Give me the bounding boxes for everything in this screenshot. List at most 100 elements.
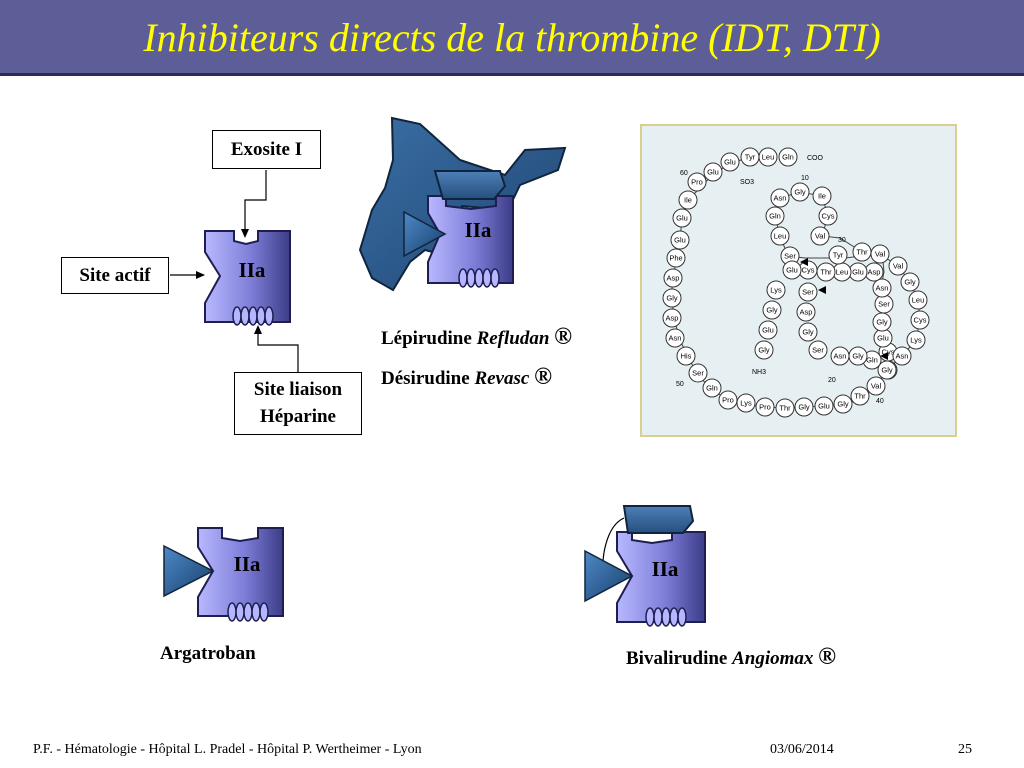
desirudin-name: Désirudine	[381, 368, 470, 389]
svg-text:Ile: Ile	[818, 192, 826, 201]
svg-text:Gly: Gly	[876, 318, 888, 327]
lepirudin-brand: Refludan	[476, 328, 550, 349]
svg-text:Gly: Gly	[798, 403, 810, 412]
amino-acid-residue: Leu	[832, 262, 852, 282]
residue-number: 50	[676, 381, 684, 388]
svg-text:Gly: Gly	[852, 352, 864, 361]
svg-text:Asp: Asp	[666, 314, 679, 323]
amino-acid-residue: Thr	[852, 242, 872, 262]
svg-text:Pro: Pro	[759, 403, 771, 412]
svg-text:Glu: Glu	[707, 168, 719, 177]
amino-acid-residue: Glu	[672, 208, 692, 228]
amino-acid-residue: Gly	[754, 340, 774, 360]
svg-text:Gly: Gly	[794, 188, 806, 197]
svg-text:Asn: Asn	[896, 352, 909, 361]
svg-text:Glu: Glu	[676, 214, 688, 223]
amino-acid-residue: Glu	[720, 152, 740, 172]
amino-acid-residue: Gly	[762, 300, 782, 320]
svg-text:Lys: Lys	[910, 336, 922, 345]
svg-text:Thr: Thr	[820, 268, 832, 277]
svg-text:Pro: Pro	[722, 396, 734, 405]
svg-text:Gln: Gln	[782, 153, 794, 162]
amino-acid-residue: Asp	[662, 308, 682, 328]
amino-acid-residue: Leu	[758, 147, 778, 167]
svg-text:Ser: Ser	[878, 300, 890, 309]
svg-text:Thr: Thr	[856, 248, 868, 257]
svg-text:Lys: Lys	[770, 286, 782, 295]
amino-acid-residue: Glu	[814, 396, 834, 416]
label-connectors	[170, 170, 299, 373]
amino-acid-residue: Thr	[850, 386, 870, 406]
bivalirudin-brand: Angiomax	[732, 648, 814, 669]
svg-text:Gln: Gln	[866, 356, 878, 365]
svg-text:Cys: Cys	[882, 348, 895, 357]
amino-acid-residue: Gly	[798, 322, 818, 342]
amino-acid-residue: Glu	[782, 260, 802, 280]
amino-acid-residue: Leu	[908, 290, 928, 310]
amino-acid-residue: Gly	[872, 312, 892, 332]
heparin-site-coils	[232, 306, 274, 326]
amino-acid-residue: Gly	[790, 182, 810, 202]
thrombin-main: IIa	[204, 230, 291, 326]
svg-text:Gly: Gly	[837, 400, 849, 409]
exosite-label: Exosite I	[212, 130, 321, 169]
bivalirudin-complex: IIa	[584, 505, 706, 627]
amino-acid-residue: Ser	[874, 294, 894, 314]
amino-acid-residue: Ile	[678, 190, 698, 210]
svg-text:Pro: Pro	[691, 178, 703, 187]
svg-text:Glu: Glu	[877, 334, 889, 343]
amino-acid-residue: Asn	[830, 346, 850, 366]
svg-text:Gly: Gly	[766, 306, 778, 315]
amino-acid-residue: Ser	[808, 340, 828, 360]
active-site-wedge	[163, 544, 215, 598]
amino-acid-residue: Asn	[892, 346, 912, 366]
svg-text:Tyr: Tyr	[745, 153, 756, 162]
amino-acid-residue: Glu	[758, 320, 778, 340]
active-site-label: Site actif	[61, 257, 169, 294]
amino-acid-residue: Tyr	[740, 147, 760, 167]
residue-number: 30	[838, 237, 846, 244]
svg-text:Leu: Leu	[912, 296, 925, 305]
amino-acid-residue: Val	[870, 244, 890, 264]
svg-text:Glu: Glu	[674, 236, 686, 245]
amino-acid-residue: His	[676, 346, 696, 366]
amino-acid-residue: Gln	[702, 378, 722, 398]
svg-text:Glu: Glu	[852, 268, 864, 277]
amino-acid-residue: Cys	[910, 310, 930, 330]
amino-acid-residue: Val	[866, 376, 886, 396]
heparin-site-line2: Héparine	[260, 406, 336, 427]
svg-text:Cys: Cys	[802, 266, 815, 275]
svg-text:Asp: Asp	[868, 268, 881, 277]
lepirudin-label: Lépirudine Refludan ®	[381, 324, 572, 351]
svg-text:Asn: Asn	[876, 284, 889, 293]
exosite-cap	[622, 505, 695, 534]
amino-acid-residue: Pro	[687, 172, 707, 192]
active-site-text: Site actif	[79, 265, 151, 286]
svg-text:Ser: Ser	[812, 346, 824, 355]
amino-acid-residue: Ser	[688, 363, 708, 383]
heparin-site-label: Site liaison Héparine	[234, 372, 362, 435]
amino-acid-residue: Lys	[736, 393, 756, 413]
svg-text:Glu: Glu	[762, 326, 774, 335]
bivalirudin-name: Bivalirudine	[626, 648, 728, 669]
amino-acid-residue: Gly	[662, 288, 682, 308]
amino-acid-residue: Glu	[703, 162, 723, 182]
amino-acid-residue: Pro	[755, 397, 775, 417]
hirudin-complex: IIa	[358, 116, 567, 292]
amino-acid-residue: Ile	[812, 186, 832, 206]
amino-acid-residue: Phe	[666, 248, 686, 268]
amino-acid-residue: Ser	[798, 282, 818, 302]
amino-acid-residue: Gln	[778, 147, 798, 167]
svg-text:Ser: Ser	[784, 252, 796, 261]
amino-acid-residue: Asn	[770, 188, 790, 208]
amino-acid-residue: Glu	[670, 230, 690, 250]
exosite-cap	[433, 170, 507, 200]
amino-acid-residue: Glu	[848, 262, 868, 282]
amino-terminus-label: NH3	[752, 369, 766, 376]
thrombin-block	[204, 230, 291, 323]
residue-number: 40	[876, 398, 884, 405]
argatroban-label: Argatroban	[160, 643, 256, 664]
svg-text:Asn: Asn	[774, 194, 787, 203]
